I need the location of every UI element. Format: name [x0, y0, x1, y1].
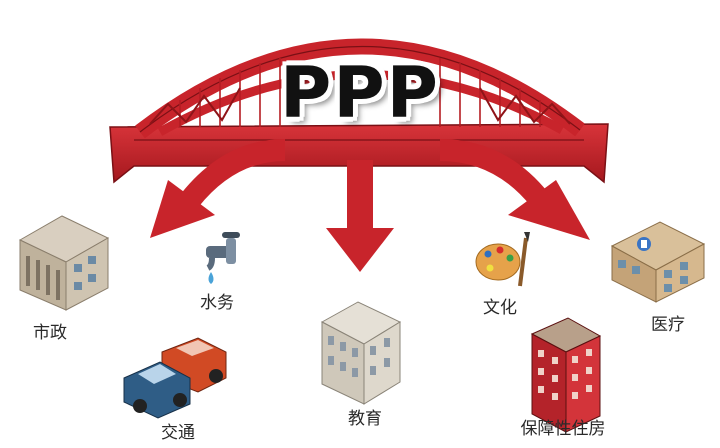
label-municipal: 市政 — [33, 323, 67, 343]
label-education: 教育 — [348, 409, 382, 429]
government-building-icon — [18, 215, 110, 311]
arrow-down-icon — [326, 160, 394, 272]
label-water: 水务 — [200, 293, 234, 313]
cars-icon — [123, 337, 227, 419]
hospital-icon — [610, 221, 706, 303]
bridge-icon — [109, 38, 609, 184]
arrow-left-icon — [150, 139, 286, 238]
school-building-icon — [320, 301, 402, 405]
paint-palette-icon — [475, 232, 530, 287]
label-transport: 交通 — [161, 423, 195, 443]
arrow-right-icon — [439, 139, 590, 240]
faucet-icon — [206, 232, 240, 284]
label-culture: 文化 — [483, 298, 517, 318]
label-medical: 医疗 — [651, 315, 685, 335]
ppp-title: PPP — [280, 52, 440, 134]
label-housing: 保障性住房 — [520, 419, 606, 439]
apartment-building-icon — [530, 317, 602, 433]
